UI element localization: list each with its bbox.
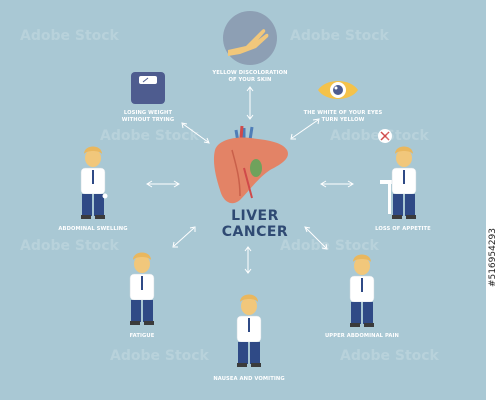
scale-icon	[131, 72, 165, 104]
label-loss-of-appetite: LOSS OF APPETITE	[375, 226, 431, 232]
person-loss-of-appetite	[380, 146, 417, 220]
label-yellow-skin: YELLOW DISCOLORATION OF YOUR SKIN	[212, 70, 288, 83]
eye-icon	[318, 81, 358, 99]
arrow-bottom-right	[304, 226, 328, 250]
person-upper-abdominal-pain	[349, 254, 375, 328]
liver-icon	[213, 125, 288, 204]
arrow-top-right	[290, 118, 320, 140]
arrow-right	[320, 180, 354, 188]
label-eyes: THE WHITE OF YOUR EYES TURN YELLOW	[303, 110, 383, 123]
label-nausea: NAUSEA AND VOMITING	[213, 376, 285, 382]
person-abdominal-swelling	[80, 146, 108, 220]
hand-icon	[223, 11, 277, 65]
arrow-top-left	[181, 122, 210, 144]
stock-id: #516954293	[488, 228, 498, 288]
label-abdominal-swelling: ABDOMINAL SWELLING	[58, 226, 128, 232]
person-fatigue	[129, 252, 155, 326]
label-upper-abdominal-pain: UPPER ABDOMINAL PAIN	[324, 333, 400, 339]
arrow-left	[146, 180, 180, 188]
person-nausea	[236, 294, 262, 368]
no-food-icon	[378, 129, 392, 143]
label-losing-weight: LOSING WEIGHT WITHOUT TRYING	[121, 110, 175, 123]
arrow-bottom	[244, 246, 252, 274]
label-fatigue: FATIGUE	[129, 333, 155, 339]
arrows	[146, 86, 354, 274]
stock-id-strip: #516954293	[486, 0, 500, 400]
arrow-top	[246, 86, 254, 120]
page-title: LIVER CANCER	[221, 208, 289, 240]
arrow-bottom-left	[172, 226, 196, 248]
